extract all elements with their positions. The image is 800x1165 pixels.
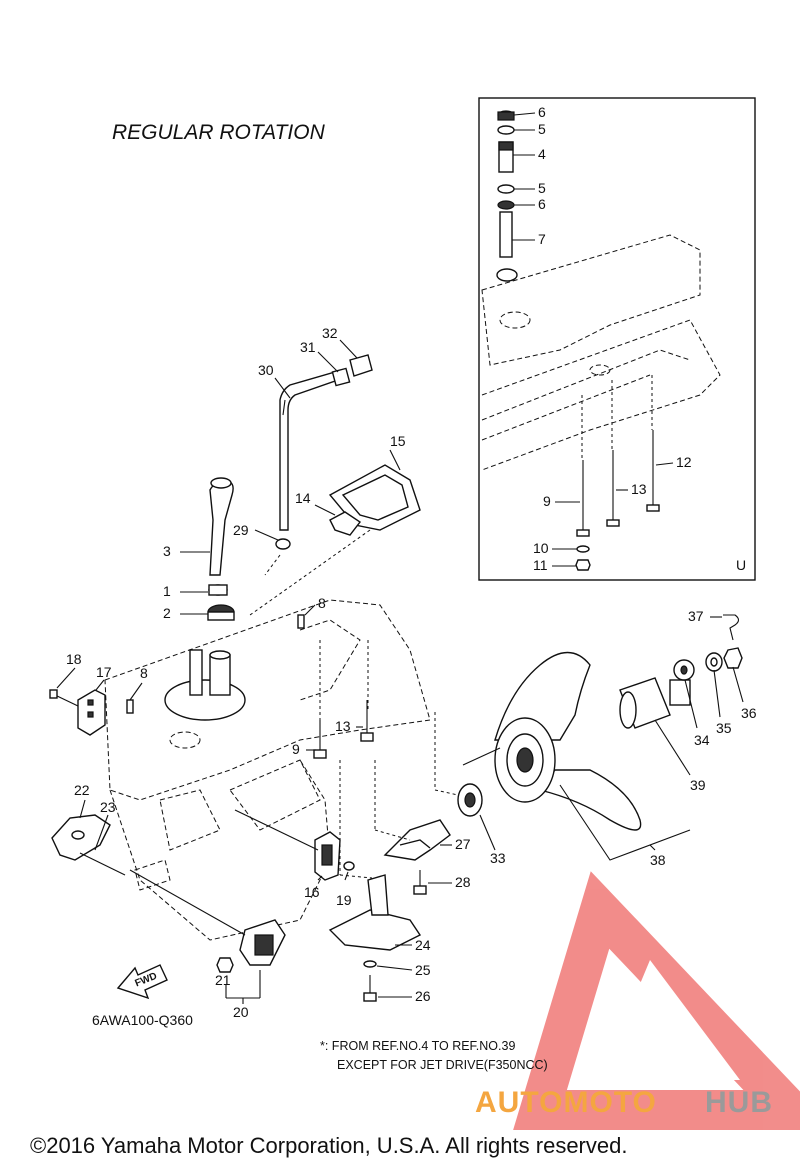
- copyright: ©2016 Yamaha Motor Corporation, U.S.A. A…: [30, 1133, 627, 1158]
- inset-frame: [478, 97, 756, 581]
- callout-31: 31: [300, 339, 316, 355]
- dowel-8-upper: 8: [297, 595, 326, 629]
- inset-parts: [496, 110, 660, 571]
- callout-19: 19: [336, 892, 352, 908]
- callout-24: 24: [415, 937, 431, 953]
- callout-29: 29: [233, 522, 249, 538]
- diagram-title: REGULAR ROTATION: [112, 121, 326, 144]
- part-group-1-3: 3 1 2: [163, 477, 235, 621]
- inset-lower-case: [481, 234, 721, 471]
- inset-label: U: [736, 557, 746, 573]
- callout-39: 39: [690, 777, 706, 793]
- water-pump: [164, 649, 246, 721]
- callout-35: 35: [716, 720, 732, 736]
- callout-34: 34: [694, 732, 710, 748]
- fwd-arrow: FWD: [116, 964, 168, 1000]
- callout-37: 37: [688, 608, 704, 624]
- callout-4: 4: [538, 146, 546, 162]
- callout-36: 36: [741, 705, 757, 721]
- callout-15: 15: [390, 433, 406, 449]
- diagram-code: 6AWA100-Q360: [92, 1012, 193, 1028]
- callout-27: 27: [455, 836, 471, 852]
- bolts-9-13: 9 13: [292, 700, 374, 759]
- callout-3: 3: [163, 543, 171, 559]
- callout-1: 1: [163, 583, 171, 599]
- callout-6: 6: [538, 104, 546, 120]
- callout-5b: 5: [538, 180, 546, 196]
- callout-25: 25: [415, 962, 431, 978]
- callout-9: 9: [543, 493, 551, 509]
- callout-33: 33: [490, 850, 506, 866]
- callout-20: 20: [233, 1004, 249, 1020]
- part-group-24-26: 24 25 26: [328, 760, 431, 1004]
- callout-8: 8: [318, 595, 326, 611]
- callout-30: 30: [258, 362, 274, 378]
- watermark-logo: [513, 871, 800, 1130]
- callout-32: 32: [322, 325, 338, 341]
- part-group-22-23: 22 23: [51, 782, 126, 876]
- callout-26: 26: [415, 988, 431, 1004]
- callout-5: 5: [538, 121, 546, 137]
- part-group-17-18: 18 17 8: [49, 651, 148, 736]
- callout-10: 10: [533, 540, 549, 556]
- watermark-text-2: HUB: [705, 1086, 773, 1119]
- callout-16: 16: [304, 884, 320, 900]
- callout-11: 11: [533, 557, 548, 573]
- part-group-16-19: 16 19: [234, 809, 355, 908]
- callout-12: 12: [676, 454, 692, 470]
- propeller-group: [434, 614, 743, 831]
- note-line-2: EXCEPT FOR JET DRIVE(F350NCC): [337, 1058, 548, 1072]
- watermark-text-1: AUTOMOTO: [475, 1086, 657, 1119]
- part-group-27-28: 27 28: [374, 760, 471, 895]
- callout-6b: 6: [538, 196, 546, 212]
- callout-2: 2: [163, 605, 171, 621]
- part-group-20-21: 21 20: [129, 869, 286, 1020]
- callout-9b: 9: [292, 741, 300, 757]
- callout-21: 21: [215, 972, 231, 988]
- callout-7: 7: [538, 231, 546, 247]
- part-group-14-15: 15 14: [249, 433, 421, 616]
- callout-38: 38: [650, 852, 666, 868]
- inset-callouts: 6 5 4 5 6 7 12 13 9 10 11: [512, 104, 692, 573]
- callout-8b: 8: [140, 665, 148, 681]
- callout-17: 17: [96, 664, 112, 680]
- callout-28: 28: [455, 874, 471, 890]
- propeller-callouts: 33 38 37 34 35 36 39: [479, 608, 757, 868]
- note-line-1: *: FROM REF.NO.4 TO REF.NO.39: [320, 1039, 515, 1053]
- callout-18: 18: [66, 651, 82, 667]
- callout-22: 22: [74, 782, 90, 798]
- callout-14: 14: [295, 490, 311, 506]
- part-group-29-32: 30 31 32 29: [233, 325, 373, 550]
- callout-13: 13: [631, 481, 647, 497]
- callout-23: 23: [100, 799, 116, 815]
- callout-13b: 13: [335, 718, 351, 734]
